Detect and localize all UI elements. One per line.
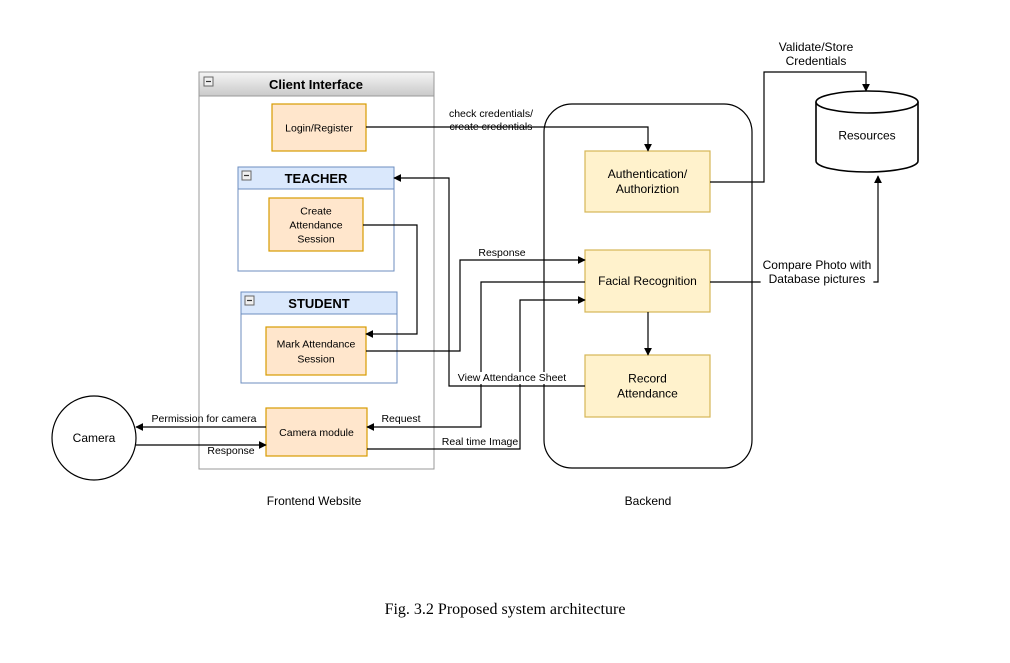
- facial-recognition-node-label: Facial Recognition: [598, 274, 697, 288]
- login-register-node-label: Login/Register: [285, 123, 353, 135]
- authentication-node-label: Authoriztion: [616, 182, 679, 196]
- edge-facial-to-camera-module: [366, 281, 585, 431]
- edge-label-text: Permission for camera: [151, 413, 256, 425]
- edge-record-to-teacher: [393, 174, 585, 387]
- login-register-node: Login/Register: [271, 103, 367, 152]
- resources-node-label: Resources: [838, 129, 895, 143]
- edge-auth-to-resources: [710, 71, 870, 183]
- backend-container: [543, 103, 753, 469]
- edge-label-text: Response: [207, 445, 254, 457]
- edge-label-text: Real time Image: [442, 436, 519, 448]
- edge-label-text: View Attendance Sheet: [458, 372, 566, 384]
- camera-module-node: Camera module: [265, 407, 368, 457]
- create-attendance-session-node-label: Attendance: [289, 220, 342, 232]
- minus-icon[interactable]: [241, 170, 252, 181]
- resources-database-node: Resources: [815, 90, 919, 173]
- edge-label-text: create credentials: [450, 121, 533, 133]
- edge-label-text: Credentials: [786, 54, 847, 68]
- edge-create-to-mark: [363, 224, 418, 338]
- edge-label-text: Request: [381, 413, 420, 425]
- edge-label-permission-camera: Permission for camera: [151, 413, 256, 425]
- minus-icon[interactable]: [203, 76, 214, 87]
- edge-label-text: Compare Photo with: [763, 258, 872, 272]
- camera-node-label: Camera: [73, 431, 116, 445]
- edge-label-check-credentials: check credentials/create credentials: [449, 108, 533, 133]
- backend-label: Backend: [625, 494, 672, 508]
- edge-label-text: Response: [478, 247, 525, 259]
- record-attendance-node-label: Attendance: [617, 387, 678, 401]
- camera-module-node-label: Camera module: [279, 427, 354, 439]
- client-interface-title: Client Interface: [269, 77, 363, 92]
- record-attendance-node-label: Record: [628, 372, 667, 386]
- camera-node: Camera: [51, 395, 137, 481]
- edge-label-text: Database pictures: [769, 272, 866, 286]
- facial-recognition-node: Facial Recognition: [584, 249, 711, 313]
- teacher-title: TEACHER: [285, 171, 348, 186]
- minus-icon[interactable]: [244, 295, 255, 306]
- edge-label-real-time-image: Real time Image: [442, 436, 519, 448]
- figure-caption: Fig. 3.2 Proposed system architecture: [385, 601, 626, 618]
- edge-label-response-camera: Response: [207, 445, 254, 457]
- mark-attendance-session-node-label: Mark Attendance: [277, 339, 356, 351]
- create-attendance-session-node-label: Session: [297, 234, 335, 246]
- frontend-website-label: Frontend Website: [267, 494, 362, 508]
- authentication-node-label: Authentication/: [608, 167, 688, 181]
- edge-mark-to-facial: [366, 256, 586, 352]
- edge-label-text: check credentials/: [449, 108, 533, 120]
- edge-label-response-top: Response: [478, 247, 525, 259]
- create-attendance-session-node-label: Create: [300, 206, 332, 218]
- edge-label-view-attendance: View Attendance Sheet: [455, 372, 569, 384]
- edge-label-request: Request: [381, 413, 420, 425]
- student-title: STUDENT: [288, 296, 349, 311]
- edge-label-text: Validate/Store: [779, 40, 854, 54]
- mark-attendance-session-node-label: Session: [297, 354, 335, 366]
- authentication-node: Authentication/Authoriztion: [584, 150, 711, 213]
- edge-login-to-auth: [366, 126, 652, 152]
